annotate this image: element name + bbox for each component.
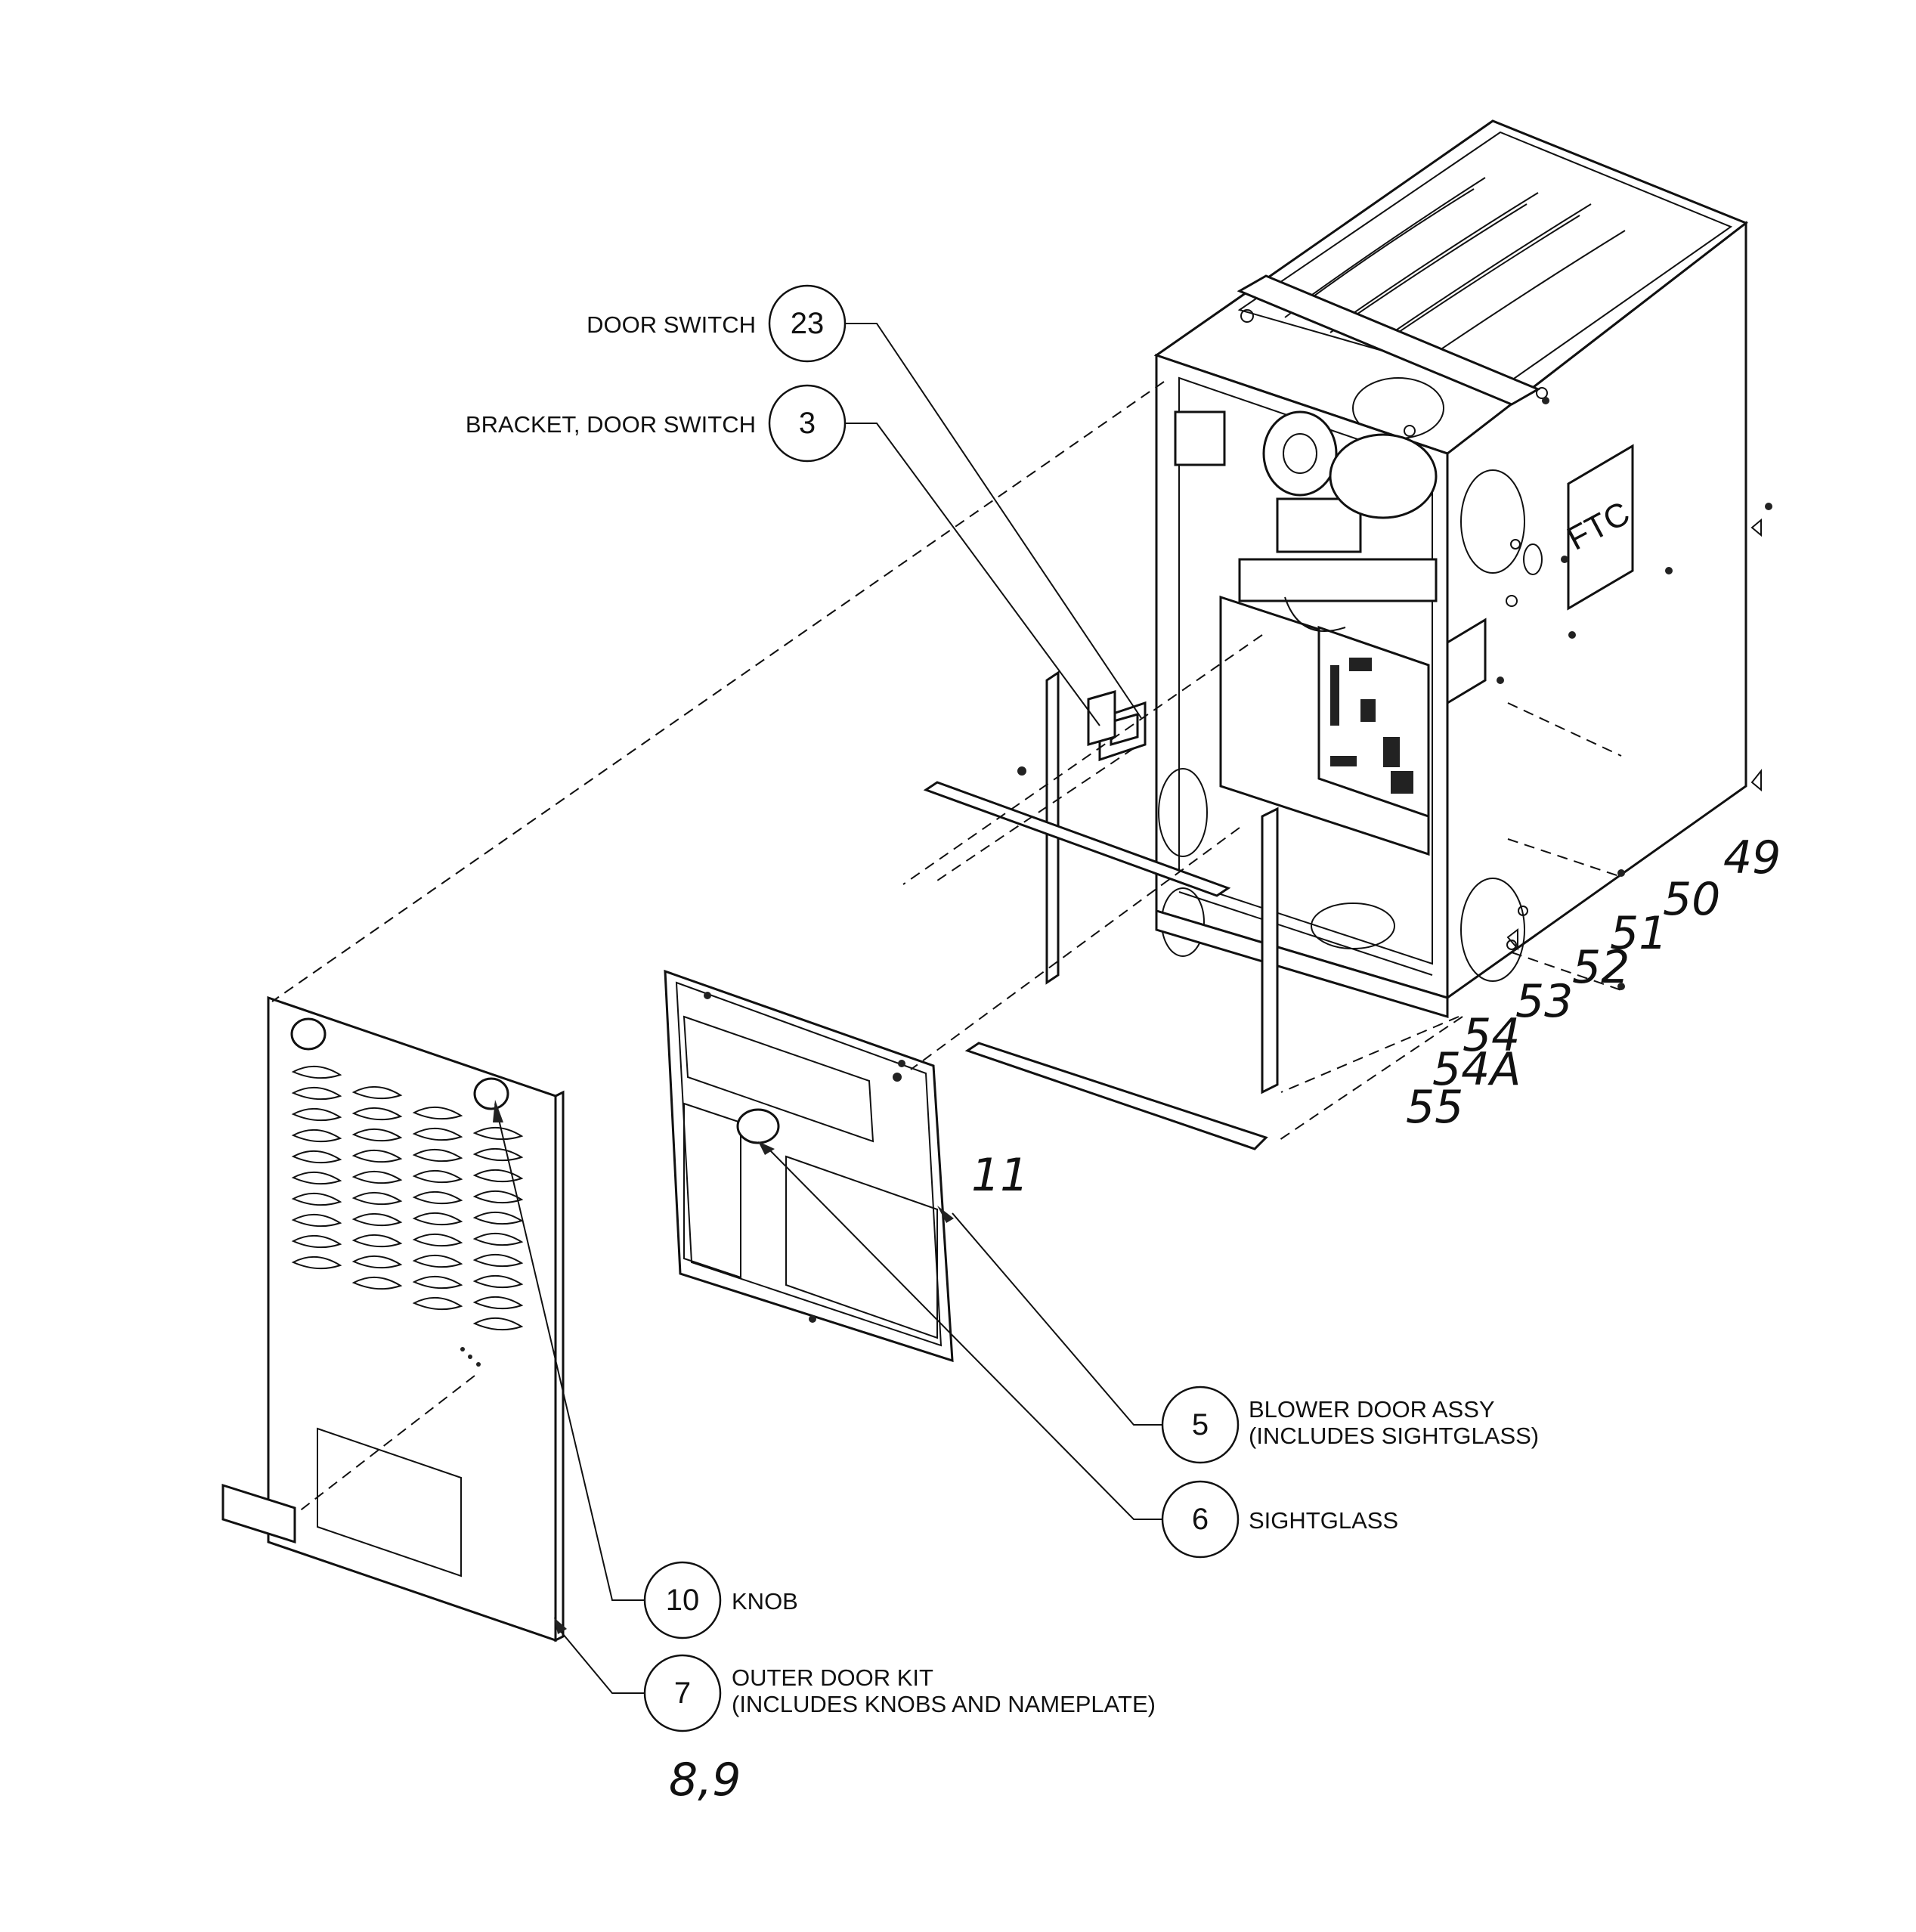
leader-lines xyxy=(493,323,1162,1694)
outer-door-knob-right xyxy=(473,1077,509,1110)
callout-number: 6 xyxy=(1192,1503,1209,1536)
louver-slot xyxy=(351,1107,403,1121)
louver-slot xyxy=(472,1296,524,1310)
handwritten-note: 55 xyxy=(1406,1081,1463,1134)
louver-slot xyxy=(472,1190,524,1204)
louver-slot xyxy=(472,1126,524,1141)
callout-label: OUTER DOOR KIT xyxy=(732,1664,933,1691)
louver-slot xyxy=(291,1107,342,1122)
outer-door-knob-left xyxy=(290,1017,327,1051)
callout-number: 5 xyxy=(1192,1408,1209,1441)
pressure-switch xyxy=(1174,410,1226,466)
louver-slot xyxy=(351,1234,403,1248)
handwritten-note: 11 xyxy=(971,1149,1029,1202)
louver-slot xyxy=(291,1086,342,1101)
handwritten-note: 8,9 xyxy=(669,1754,741,1807)
furnace-cabinet: FTC xyxy=(1153,119,1772,1019)
outer-door xyxy=(221,995,565,1643)
louver-slot xyxy=(412,1190,463,1205)
louver-slot xyxy=(351,1170,403,1184)
handwritten-note: 51 xyxy=(1610,907,1667,960)
louver-slot xyxy=(472,1147,524,1162)
handwritten-note: 49 xyxy=(1723,831,1781,884)
callout-label: KNOB xyxy=(732,1588,798,1615)
louver-slot xyxy=(472,1253,524,1268)
bottom-horizontal-rail xyxy=(964,1042,1268,1150)
louver-slot xyxy=(412,1127,463,1141)
handwritten-note: 53 xyxy=(1515,975,1573,1028)
louver-slot xyxy=(291,1255,342,1270)
callout-number: 10 xyxy=(666,1584,700,1617)
callout-number: 23 xyxy=(791,307,825,340)
louver-slot xyxy=(291,1192,342,1206)
louver-slot xyxy=(291,1213,342,1228)
handwritten-notes: 49 50 51 52 53 54 54A 55 11 8,9 xyxy=(669,831,1781,1807)
louver-slot xyxy=(412,1148,463,1163)
handwritten-note: 52 xyxy=(1572,941,1630,994)
blower-door-panel xyxy=(664,969,954,1363)
louver-slot xyxy=(472,1211,524,1225)
louver-slot xyxy=(351,1191,403,1206)
callout-label: SIGHTGLASS xyxy=(1249,1507,1398,1534)
outer-door-panel xyxy=(267,995,557,1643)
callout-sightglass: 6 SIGHTGLASS xyxy=(1161,1480,1398,1559)
louver-slot xyxy=(412,1212,463,1226)
louvers xyxy=(291,1065,524,1331)
louver-slot xyxy=(291,1129,342,1143)
louver-slot xyxy=(351,1212,403,1227)
blower-door xyxy=(664,969,954,1363)
right-vertical-rail xyxy=(1261,807,1279,1094)
callout-label: DOOR SWITCH xyxy=(587,311,756,338)
callout-number: 7 xyxy=(674,1677,691,1710)
louver-slot xyxy=(472,1317,524,1331)
louver-slot xyxy=(291,1150,342,1164)
ftc-nameplate xyxy=(1567,444,1634,611)
callout-blower-door-assy: 5 BLOWER DOOR ASSY (INCLUDES SIGHTGLASS) xyxy=(1161,1386,1539,1464)
louver-slot xyxy=(351,1128,403,1142)
callout-label: BLOWER DOOR ASSY xyxy=(1249,1396,1495,1423)
nameplate-recess xyxy=(317,1427,462,1577)
nameplate xyxy=(221,1483,296,1544)
callout-bracket-door-switch: BRACKET, DOOR SWITCH 3 xyxy=(466,384,847,463)
louver-slot xyxy=(291,1065,342,1079)
louver-slot xyxy=(472,1169,524,1183)
sightglass-window xyxy=(736,1108,780,1144)
top-horizontal-rail xyxy=(923,781,1231,897)
handwritten-note: 50 xyxy=(1663,873,1720,926)
louver-slot xyxy=(412,1233,463,1247)
louver-slot xyxy=(472,1274,524,1289)
gas-valve xyxy=(1276,497,1362,553)
louver-slot xyxy=(351,1085,403,1100)
door-switch-assembly xyxy=(1017,690,1147,776)
louver-slot xyxy=(351,1255,403,1269)
handwritten-note: 54 xyxy=(1463,1009,1520,1062)
louver-slot xyxy=(412,1169,463,1184)
louver-slot xyxy=(412,1106,463,1120)
louver-slot xyxy=(291,1171,342,1185)
handwritten-note: 54A xyxy=(1432,1043,1521,1096)
callout-door-switch: DOOR SWITCH 23 xyxy=(587,284,847,363)
louver-slot xyxy=(291,1234,342,1249)
alignment-lines xyxy=(271,381,1622,1512)
louver-slot xyxy=(351,1276,403,1290)
callout-label: BRACKET, DOOR SWITCH xyxy=(466,411,756,438)
door-switch-bracket xyxy=(1087,690,1116,746)
louver-slot xyxy=(412,1275,463,1290)
louver-slot xyxy=(472,1232,524,1246)
callout-number: 3 xyxy=(799,407,816,440)
callout-label-line2: (INCLUDES KNOBS AND NAMEPLATE) xyxy=(732,1691,1156,1717)
louver-slot xyxy=(351,1149,403,1163)
door-rails xyxy=(923,670,1279,1150)
callout-label-line2: (INCLUDES SIGHTGLASS) xyxy=(1249,1423,1539,1449)
louver-slot xyxy=(412,1296,463,1311)
louver-slot xyxy=(412,1254,463,1268)
callout-knob: 10 KNOB xyxy=(643,1561,798,1639)
callout-outer-door-kit: 7 OUTER DOOR KIT (INCLUDES KNOBS AND NAM… xyxy=(643,1654,1156,1732)
